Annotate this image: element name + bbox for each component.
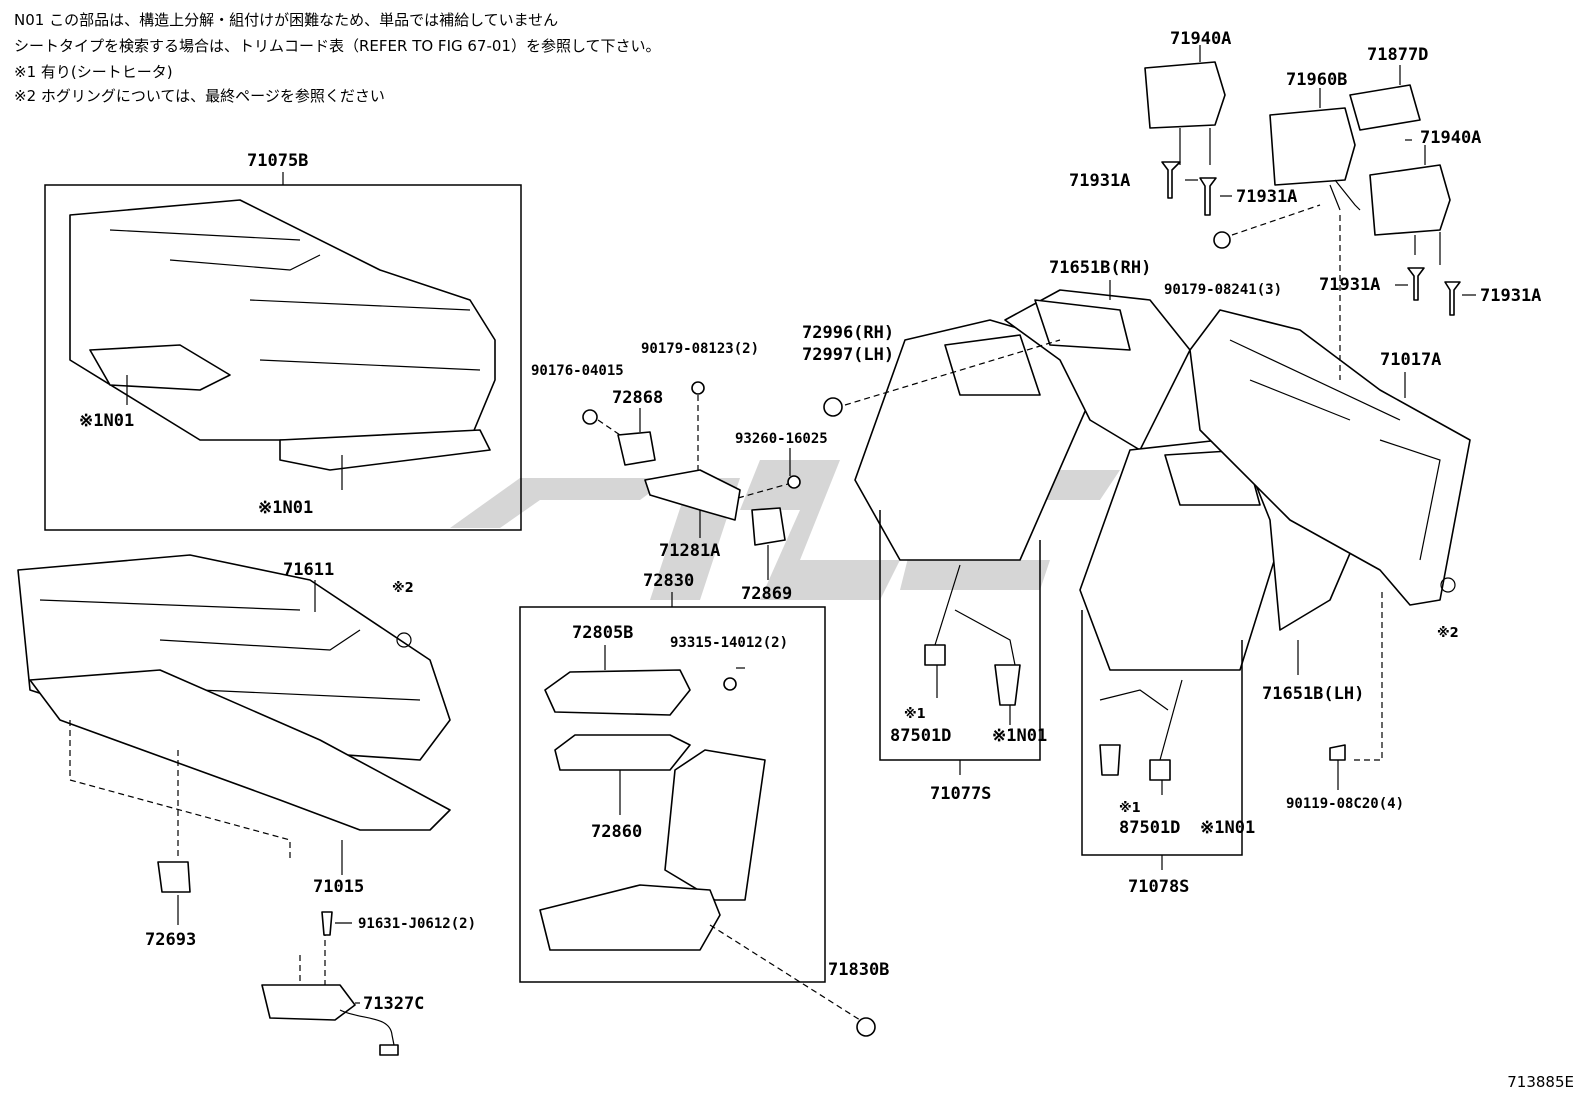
label-72860: 72860 xyxy=(591,822,642,842)
label-71651B-rh: 71651B(RH) xyxy=(1049,258,1151,278)
label-72869: 72869 xyxy=(741,584,792,604)
label-71078S: 71078S xyxy=(1128,877,1189,897)
label-71830B: 71830B xyxy=(828,960,889,980)
label-93315-14012: 93315-14012(2) xyxy=(670,635,788,651)
label-n01-seatback-lh: ※1N01 xyxy=(1200,818,1255,838)
label-mark1-a: ※1 xyxy=(904,707,926,722)
label-90176-04015: 90176-04015 xyxy=(531,363,624,379)
label-72830: 72830 xyxy=(643,571,694,591)
armrest-hinge-parts xyxy=(582,381,801,580)
headrests xyxy=(1144,45,1461,380)
label-90179-08123: 90179-08123(2) xyxy=(641,341,759,357)
label-mark2-b: ※2 xyxy=(1437,626,1459,641)
ecu-71327C xyxy=(261,911,399,1056)
label-71960B: 71960B xyxy=(1286,70,1347,90)
label-71931A-a: 71931A xyxy=(1069,171,1130,191)
label-n01-seatback-rh: ※1N01 xyxy=(992,726,1047,746)
label-72996-rh: 72996(RH) xyxy=(802,323,894,343)
label-71877D: 71877D xyxy=(1367,45,1428,65)
label-71940A-a: 71940A xyxy=(1170,29,1231,49)
catalog-code: 713885E xyxy=(1507,1073,1574,1091)
label-mark1-b: ※1 xyxy=(1119,801,1141,816)
note-line-3: ※1 有り(シートヒータ) xyxy=(14,63,173,81)
leader-lines xyxy=(126,139,1476,612)
label-87501D-a: 87501D xyxy=(890,726,951,746)
part-labels: 71075B ※1N01 ※1N01 71611 ※2 71015 72693 … xyxy=(79,29,1541,1014)
label-71931A-b: 71931A xyxy=(1236,187,1297,207)
label-90119-08C20: 90119-08C20(4) xyxy=(1286,796,1404,812)
label-91631-J0612: 91631-J0612(2) xyxy=(358,916,476,932)
label-71611: 71611 xyxy=(283,560,334,580)
label-n01-cushion-a: ※1N01 xyxy=(79,411,134,431)
label-72997-lh: 72997(LH) xyxy=(802,345,894,365)
label-72693: 72693 xyxy=(145,930,196,950)
armrest-assembly-72830 xyxy=(519,592,876,1037)
label-71327C: 71327C xyxy=(363,994,424,1014)
label-93260-16025: 93260-16025 xyxy=(735,431,828,447)
seatback-rh-71077S xyxy=(823,289,1191,775)
label-72868: 72868 xyxy=(612,388,663,408)
label-71281A: 71281A xyxy=(659,541,720,561)
label-71940A-b: 71940A xyxy=(1420,128,1481,148)
note-line-4: ※2 ホグリングについては、最終ページを参照ください xyxy=(14,87,385,105)
label-87501D-b: 87501D xyxy=(1119,818,1180,838)
label-90179-08241: 90179-08241(3) xyxy=(1164,282,1282,298)
seat-cushion-71611-71015 xyxy=(17,554,451,925)
label-71015: 71015 xyxy=(313,877,364,897)
label-71077S: 71077S xyxy=(930,784,991,804)
note-line-2: シートタイプを検索する場合は、トリムコード表（REFER TO FIG 67-0… xyxy=(14,37,661,55)
label-n01-cushion-b: ※1N01 xyxy=(258,498,313,518)
label-71931A-c: 71931A xyxy=(1319,275,1380,295)
label-72805B: 72805B xyxy=(572,623,633,643)
seatback-frame-71017A xyxy=(1189,309,1471,790)
label-71651B-lh: 71651B(LH) xyxy=(1262,684,1364,704)
label-71075B: 71075B xyxy=(247,151,308,171)
label-mark2-a: ※2 xyxy=(392,581,414,596)
note-line-1: N01 この部品は、構造上分解・組付けが困難なため、単品では補給していません xyxy=(14,11,559,29)
seat-cushion-assembly-71075B xyxy=(44,172,522,531)
label-71017A: 71017A xyxy=(1380,350,1441,370)
label-71931A-d: 71931A xyxy=(1480,286,1541,306)
